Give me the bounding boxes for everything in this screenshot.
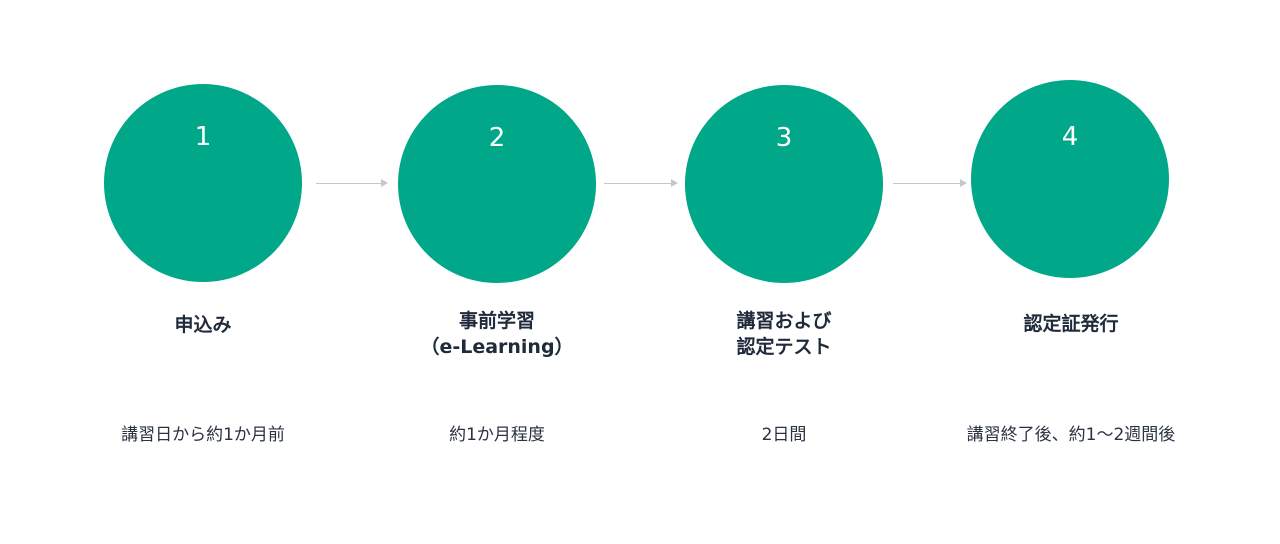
step-4-title: 認定証発行 <box>951 311 1191 337</box>
step-4-title-line-1: 認定証発行 <box>1023 313 1119 335</box>
arrow-3-4 <box>893 179 967 187</box>
step-1-number: 1 <box>194 122 212 152</box>
step-3-title-line-1: 講習および <box>736 310 832 332</box>
step-3-number: 3 <box>775 123 793 153</box>
step-4-circle: 4 <box>971 80 1169 278</box>
arrow-2-3 <box>604 179 678 187</box>
step-1-circle: 1 <box>104 84 302 282</box>
step-1-title-line-1: 申込み <box>174 314 232 336</box>
step-2-title: 事前学習 （e-Learning） <box>377 308 617 360</box>
step-2-circle: 2 <box>398 85 596 283</box>
step-3-circle: 3 <box>685 85 883 283</box>
step-1-description: 講習日から約1か月前 <box>121 425 285 445</box>
step-3-title-line-2: 認定テスト <box>736 336 832 358</box>
step-3: 3 講習および 認定テスト 2日間 <box>664 0 904 544</box>
step-3-title: 講習および 認定テスト <box>664 308 904 360</box>
step-3-description: 2日間 <box>761 425 807 445</box>
arrow-1-2 <box>316 179 388 187</box>
step-4: 4 認定証発行 講習終了後、約1～2週間後 <box>951 0 1191 544</box>
step-4-description: 講習終了後、約1～2週間後 <box>966 425 1176 445</box>
step-1-title: 申込み <box>83 312 323 338</box>
step-2-description: 約1か月程度 <box>449 425 545 445</box>
step-4-number: 4 <box>1061 122 1079 152</box>
step-1: 1 申込み 講習日から約1か月前 <box>83 0 323 544</box>
step-2: 2 事前学習 （e-Learning） 約1か月程度 <box>377 0 617 544</box>
step-2-title-line-1: 事前学習 <box>458 310 535 332</box>
step-2-title-line-2: （e-Learning） <box>420 336 574 358</box>
step-2-number: 2 <box>488 123 506 153</box>
